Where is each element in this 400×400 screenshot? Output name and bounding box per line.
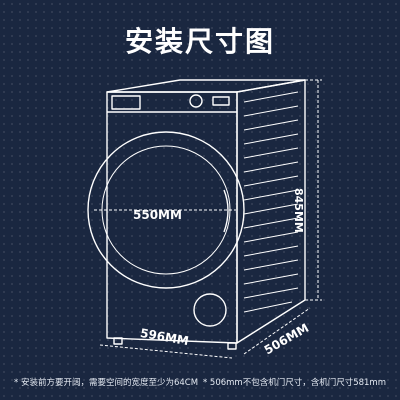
door-handle [223,189,229,233]
foot-right [227,342,237,350]
control-display [212,96,230,106]
page-title: 安装尺寸图 [124,25,275,58]
foot-left [113,337,123,345]
door-diameter-label: 550MM [133,208,182,222]
filter-cover [193,293,227,327]
footer-notes: * 安装前方要开阔，需要空间的宽度至少为64CM * 506mm不包含机门尺寸，… [0,376,400,388]
washer-top-face [106,79,306,93]
detergent-drawer [111,95,141,110]
width-dimension-line [99,344,233,359]
door-outer-ring [87,131,245,289]
height-label: 845MM [292,188,305,233]
depth-dimension-line [243,307,311,355]
note-clearance: * 安装前方要开阔，需要空间的宽度至少为64CM [14,378,199,388]
note-door-size: * 506mm不包含机门尺寸，含机门尺寸581mm [202,378,386,388]
side-vents [243,91,299,313]
control-knob [189,94,203,108]
